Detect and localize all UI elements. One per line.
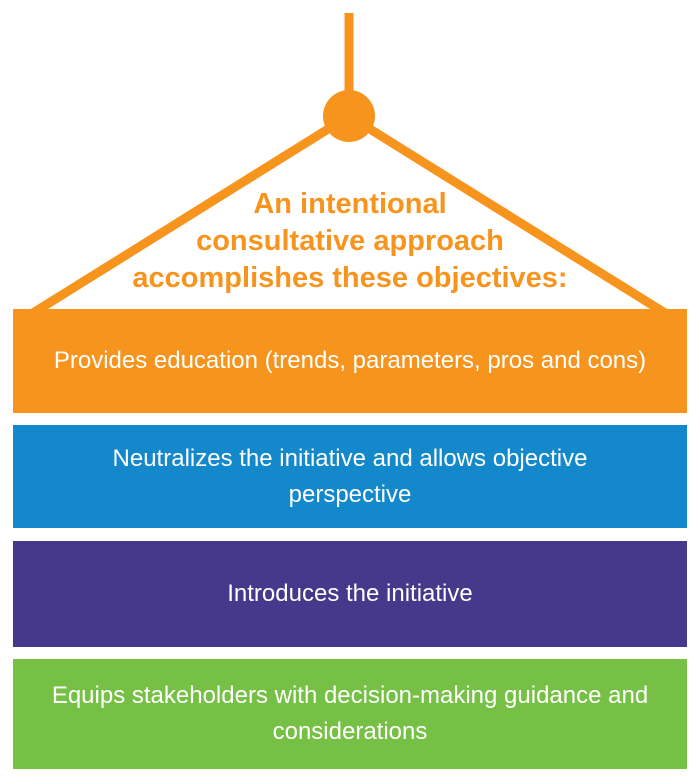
diagram-title-line1: An intentional bbox=[253, 188, 447, 220]
diagram-title-line2: consultative approach bbox=[196, 225, 504, 257]
objective-bar-equips-stakeholders: Equips stakeholders with decision-making… bbox=[13, 659, 687, 769]
objective-bar-neutralizes-initiative: Neutralizes the initiative and allows ob… bbox=[13, 425, 687, 528]
diagram-title: An intentional consultative approach acc… bbox=[0, 186, 700, 297]
diagram-title-line3: accomplishes these objectives: bbox=[132, 262, 568, 294]
objective-bar-introduces-initiative: Introduces the initiative bbox=[13, 541, 687, 647]
objective-bar-label: Introduces the initiative bbox=[227, 580, 473, 607]
objective-bar-label: Equips stakeholders with decision-making… bbox=[51, 682, 649, 745]
objective-bar-label: Neutralizes the initiative and allows ob… bbox=[112, 444, 588, 508]
pendant-icon bbox=[30, 13, 668, 317]
pendant-right-line bbox=[346, 112, 668, 317]
objective-bar-provides-education: Provides education (trends, parameters, … bbox=[13, 309, 687, 413]
pendant-left-line bbox=[30, 112, 352, 317]
pendant-circle-icon bbox=[323, 90, 375, 142]
objective-bar-label: Provides education (trends, parameters, … bbox=[53, 347, 647, 374]
